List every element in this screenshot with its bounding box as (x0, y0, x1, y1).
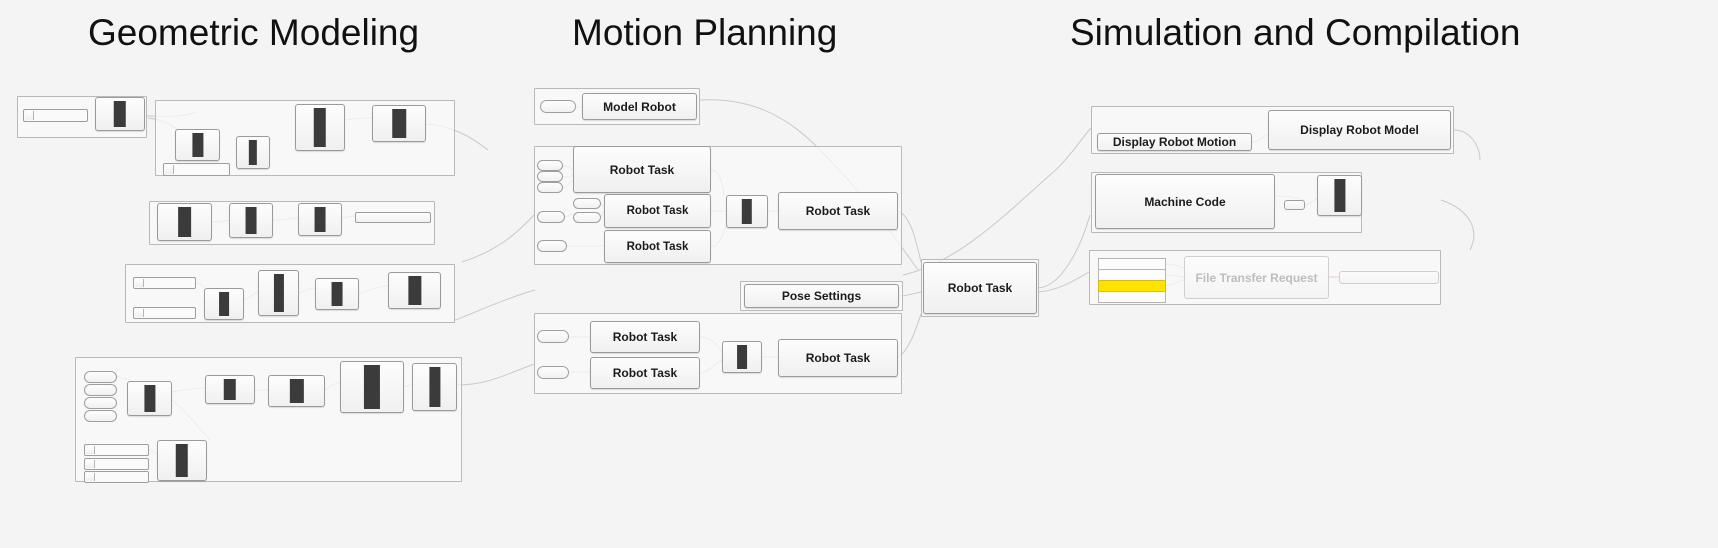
gm-redacted-node-b2[interactable] (236, 136, 270, 169)
gm-redacted-node-e3[interactable] (268, 375, 325, 407)
mp-node-robot-task-8[interactable]: Robot Task (923, 262, 1037, 314)
gm-pill-e1[interactable] (84, 371, 117, 383)
mp-pill-task2-in-c[interactable] (537, 211, 565, 223)
mp-node-robot-task-1[interactable]: Robot Task (573, 146, 711, 193)
mp-pill-model-robot-in[interactable] (540, 100, 576, 113)
connection-wire (902, 127, 1092, 276)
mp-pill-task2-in-b[interactable] (573, 212, 601, 223)
gm-redacted-node-b3[interactable] (295, 104, 345, 151)
sc-file-transfer-row-4[interactable] (1098, 291, 1166, 303)
mp-node-robot-task-3[interactable]: Robot Task (604, 230, 711, 263)
mp-pill-task3-in[interactable] (537, 240, 567, 252)
gm-redacted-node-c3[interactable] (298, 203, 342, 236)
gm-redacted-node-a1[interactable] (95, 97, 145, 131)
gm-pill-e4[interactable] (84, 410, 117, 422)
gm-redacted-node-d1[interactable] (204, 288, 244, 320)
gm-pill-e2[interactable] (84, 384, 117, 396)
sc-node-file-transfer-out[interactable] (1339, 271, 1439, 284)
sc-node-machine-code-out[interactable] (1317, 175, 1362, 216)
mp-node-merge-top[interactable] (726, 195, 768, 228)
mp-pill-task6-in[interactable] (537, 366, 569, 379)
mp-node-pose-settings[interactable]: Pose Settings (744, 284, 899, 308)
gm-redacted-node-b4[interactable] (372, 105, 426, 142)
sc-node-machine-code[interactable]: Machine Code (1095, 174, 1275, 229)
connection-wire (461, 213, 536, 263)
gm-slider-e7[interactable] (84, 471, 149, 483)
gm-slider-c1[interactable] (355, 212, 431, 223)
mp-node-robot-task-2[interactable]: Robot Task (604, 194, 711, 228)
gm-redacted-node-d3[interactable] (315, 278, 359, 310)
sc-node-display-robot-model[interactable]: Display Robot Model (1268, 110, 1451, 150)
gm-pill-e3[interactable] (84, 397, 117, 409)
connection-wire (1440, 199, 1475, 251)
column-title-geometric-modeling: Geometric Modeling (88, 12, 420, 53)
mp-pill-task2-in-a[interactable] (573, 198, 601, 209)
gm-slider-d1[interactable] (133, 277, 196, 289)
gm-redacted-node-e6[interactable] (157, 440, 207, 481)
connection-wire (1038, 271, 1090, 293)
mp-pill-task5-in[interactable] (537, 330, 569, 343)
mp-node-robot-task-5[interactable]: Robot Task (590, 321, 700, 353)
gm-redacted-node-e1[interactable] (127, 381, 172, 416)
mp-pill-task1-in-c[interactable] (537, 182, 563, 193)
mp-pill-task1-in-a[interactable] (537, 160, 563, 171)
mp-node-robot-task-6[interactable]: Robot Task (590, 357, 700, 389)
connection-wire (1036, 214, 1091, 289)
mp-node-robot-task-4[interactable]: Robot Task (778, 192, 898, 230)
gm-redacted-node-d4[interactable] (388, 272, 441, 309)
gm-redacted-node-d2[interactable] (258, 270, 299, 316)
mp-pill-task1-in-b[interactable] (537, 171, 563, 182)
column-title-simulation-compilation: Simulation and Compilation (1070, 12, 1521, 53)
gm-slider-e5[interactable] (84, 444, 149, 456)
gm-redacted-node-c2[interactable] (229, 203, 273, 238)
gm-redacted-node-b1[interactable] (175, 129, 220, 161)
gm-redacted-node-e4[interactable] (340, 361, 404, 413)
sc-node-display-robot-motion[interactable]: Display Robot Motion (1097, 133, 1252, 151)
sc-node-file-transfer-request[interactable]: File Transfer Request (1184, 256, 1329, 299)
gm-slider-e6[interactable] (84, 458, 149, 470)
gm-redacted-node-e5[interactable] (412, 363, 457, 411)
gm-slider-a1[interactable] (23, 109, 88, 122)
mp-node-robot-task-7[interactable]: Robot Task (778, 339, 898, 377)
gm-slider-d2[interactable] (133, 307, 196, 319)
mp-node-merge-bottom[interactable] (722, 341, 762, 373)
gm-slider-b1[interactable] (163, 163, 230, 176)
connection-wire (456, 363, 536, 386)
column-title-motion-planning: Motion Planning (572, 12, 838, 53)
connection-wire (1453, 129, 1481, 161)
gm-redacted-node-e2[interactable] (205, 375, 255, 404)
mp-node-model-robot[interactable]: Model Robot (582, 93, 697, 120)
sc-pill-machine-code-out[interactable] (1284, 200, 1305, 210)
connection-wire (454, 289, 536, 321)
gm-redacted-node-c1[interactable] (157, 203, 212, 241)
